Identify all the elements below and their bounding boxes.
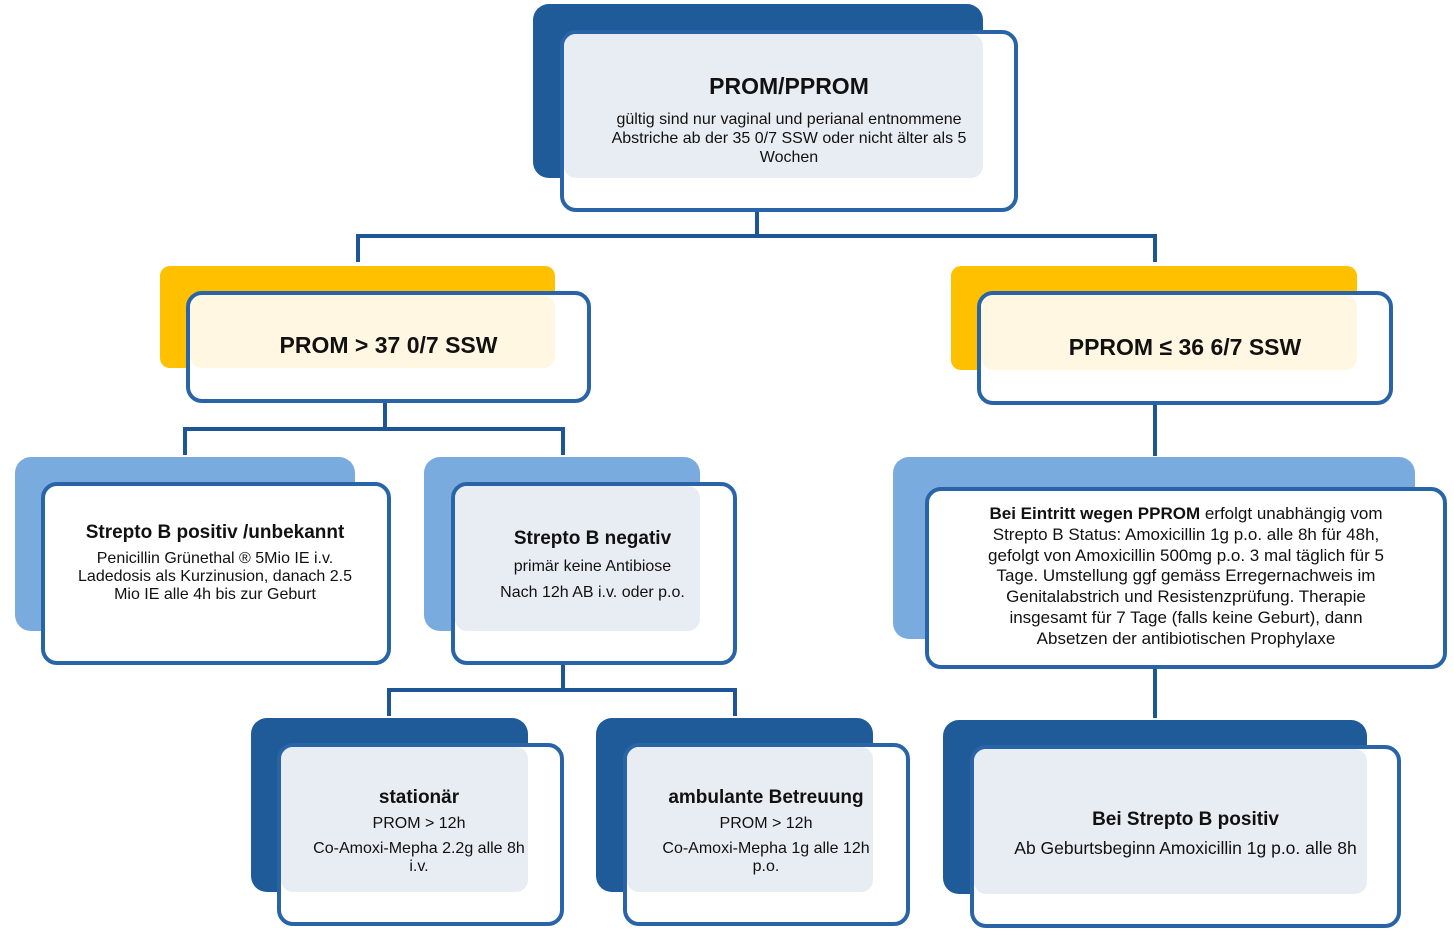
node-prom-title: PROM > 37 0/7 SSW [279,331,498,358]
node-pprom-info-title: Bei Eintritt wegen PPROM [989,504,1201,523]
node-pprom-fill [981,295,1357,370]
node-strepto-pos-line-3: Mio IE alle 4h bis zur Geburt [114,586,316,603]
node-strepto-pos-content: Strepto B positiv /unbekannt Penicillin … [45,508,385,618]
node-ambulant-title: ambulante Betreuung [668,787,864,808]
node-pprom-info-line-1: Strepto B Status: Amoxicillin 1g p.o. al… [992,524,1380,544]
node-ambulant-fill [627,747,873,892]
node-strepto-neg-title: Strepto B negativ [513,528,672,549]
node-pprom-info-lead: erfolgt unabhängig vom [1204,504,1383,523]
node-pprom-info-line-3: Tage. Umstellung ggf gemäss Erregernachw… [996,566,1376,586]
node-pprom-content: PPROM ≤ 36 6/7 SSW [981,320,1389,374]
node-root-title: PROM/PPROM [709,73,869,99]
node-root-line-2: Abstriche ab der 35 0/7 SSW oder nicht ä… [611,130,967,147]
node-strepto-neg-line-2: Nach 12h AB i.v. oder p.o. [500,584,685,601]
node-strepto-b-pos-fill [974,749,1367,894]
node-root-line-1: gültig sind nur vaginal und perianal ent… [616,111,962,128]
node-strepto-pos-line-2: Ladedosis als Kurzinusion, danach 2.5 [78,568,352,585]
node-pprom-info-line-2: gefolgt von Amoxicillin 500mg p.o. 3 mal… [988,545,1384,565]
node-stationaer-title: stationär [378,787,460,808]
node-strepto-b-pos-line-1: Ab Geburtsbeginn Amoxicillin 1g p.o. all… [1014,838,1357,858]
node-pprom-info-frame [925,487,1447,669]
node-root-content: PROM/PPROM gültig sind nur vaginal und p… [580,60,998,180]
node-pprom-info-line-6: Absetzen der antibiotischen Prophylaxe [1036,628,1336,648]
node-root-line-3: Wochen [759,149,819,166]
node-prom-fill [190,295,555,368]
node-pprom-info-content: Bei Eintritt wegen PPROM erfolgt unabhän… [929,504,1443,654]
node-strepto-b-pos-content: Bei Strepto B positiv Ab Geburtsbeginn A… [974,809,1397,869]
node-stationaer-line-2: Co-Amoxi-Mepha 2.2g alle 8h [313,840,525,857]
node-prom-content: PROM > 37 0/7 SSW [190,318,587,372]
node-strepto-neg-content: Strepto B negativ primär keine Antibiose… [455,528,730,620]
node-strepto-neg-fill [455,486,700,631]
node-pprom-title: PPROM ≤ 36 6/7 SSW [1068,333,1302,360]
node-strepto-neg-line-1: primär keine Antibiose [513,558,672,575]
node-ambulant-line-3: p.o. [752,858,780,875]
node-stationaer-line-1: PROM > 12h [372,815,466,832]
node-strepto-pos-title: Strepto B positiv /unbekannt [85,522,345,543]
node-ambulant-content: ambulante Betreuung PROM > 12h Co-Amoxi-… [627,787,905,887]
node-pprom-info-line-4: Genitalabstrich und Resistenzprüfung. Th… [1006,587,1366,607]
node-strepto-b-pos-title: Bei Strepto B positiv [1092,809,1279,830]
node-stationaer-content: stationär PROM > 12h Co-Amoxi-Mepha 2.2g… [281,787,557,887]
node-strepto-pos-frame [41,482,391,665]
node-strepto-pos-line-1: Penicillin Grünethal ® 5Mio IE i.v. [96,550,334,567]
node-root-fill [564,34,983,178]
node-stationaer-line-3: i.v. [409,858,429,875]
node-pprom-info-line-0: Bei Eintritt wegen PPROM erfolgt unabhän… [989,504,1382,525]
node-pprom-info-line-5: insgesamt für 7 Tage (falls keine Geburt… [1009,607,1363,627]
node-ambulant-line-2: Co-Amoxi-Mepha 1g alle 12h [662,840,870,857]
node-ambulant-line-1: PROM > 12h [719,815,813,832]
node-stationaer-fill [281,747,528,892]
